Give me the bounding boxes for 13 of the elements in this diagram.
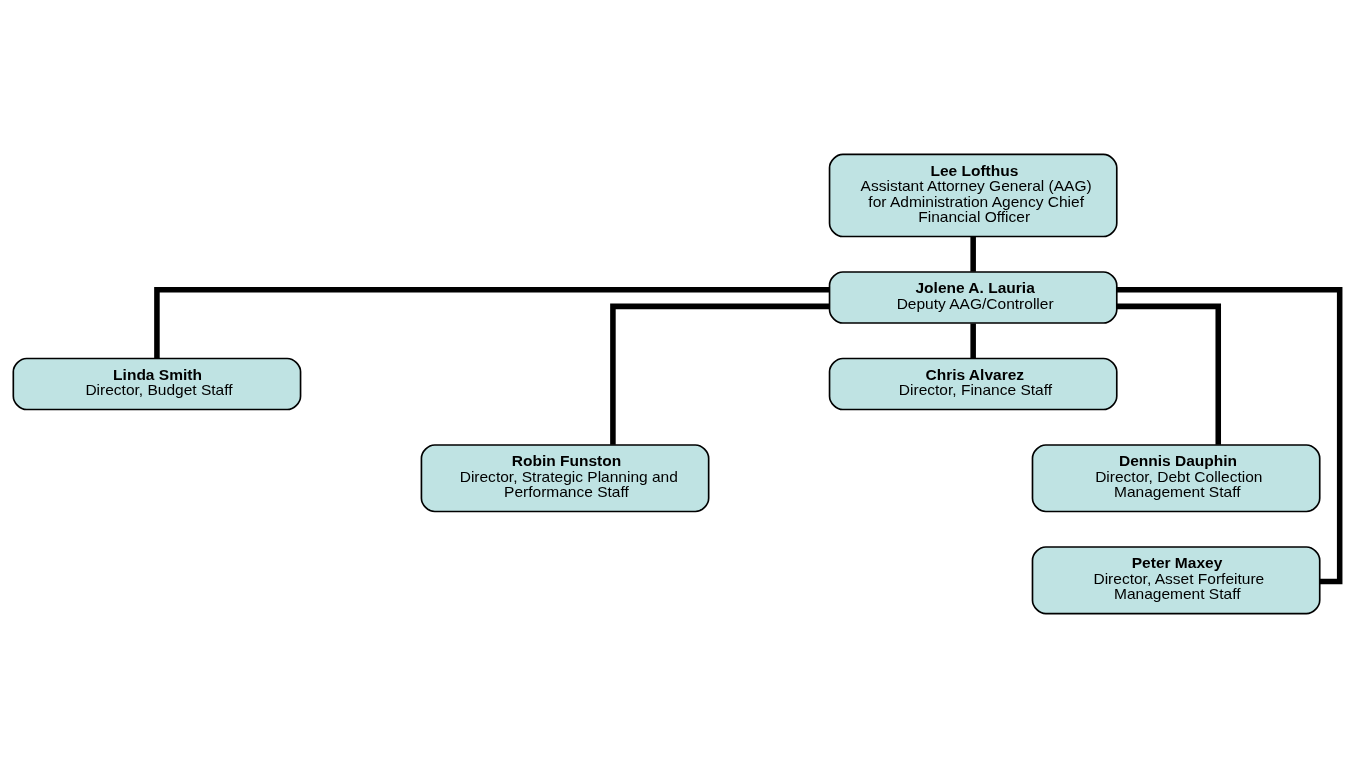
node-box: Chris Alvarez Director, Finance Staff (828, 357, 1118, 410)
connector (610, 303, 830, 445)
node-box: Peter Maxey Director, Asset Forfeiture Management Staff (1031, 545, 1321, 614)
connector (1116, 303, 1222, 445)
connector (970, 322, 976, 358)
node-box: Dennis Dauphin Director, Debt Collection Management Staff (1031, 443, 1321, 512)
node-box: Jolene A. Lauria Deputy AAG/Controller (828, 270, 1118, 324)
connector (970, 236, 976, 272)
node-box: Lee Lofthus Assistant Attorney General (AAG) for Administration Agency Chief Financial Officer (828, 153, 1118, 237)
node-box: Robin Funston Director, Strategic Planning and Performance Staff (420, 443, 710, 512)
connector (1116, 286, 1343, 584)
node-box: Linda Smith Director, Budget Staff (12, 357, 302, 410)
connector (154, 286, 830, 358)
